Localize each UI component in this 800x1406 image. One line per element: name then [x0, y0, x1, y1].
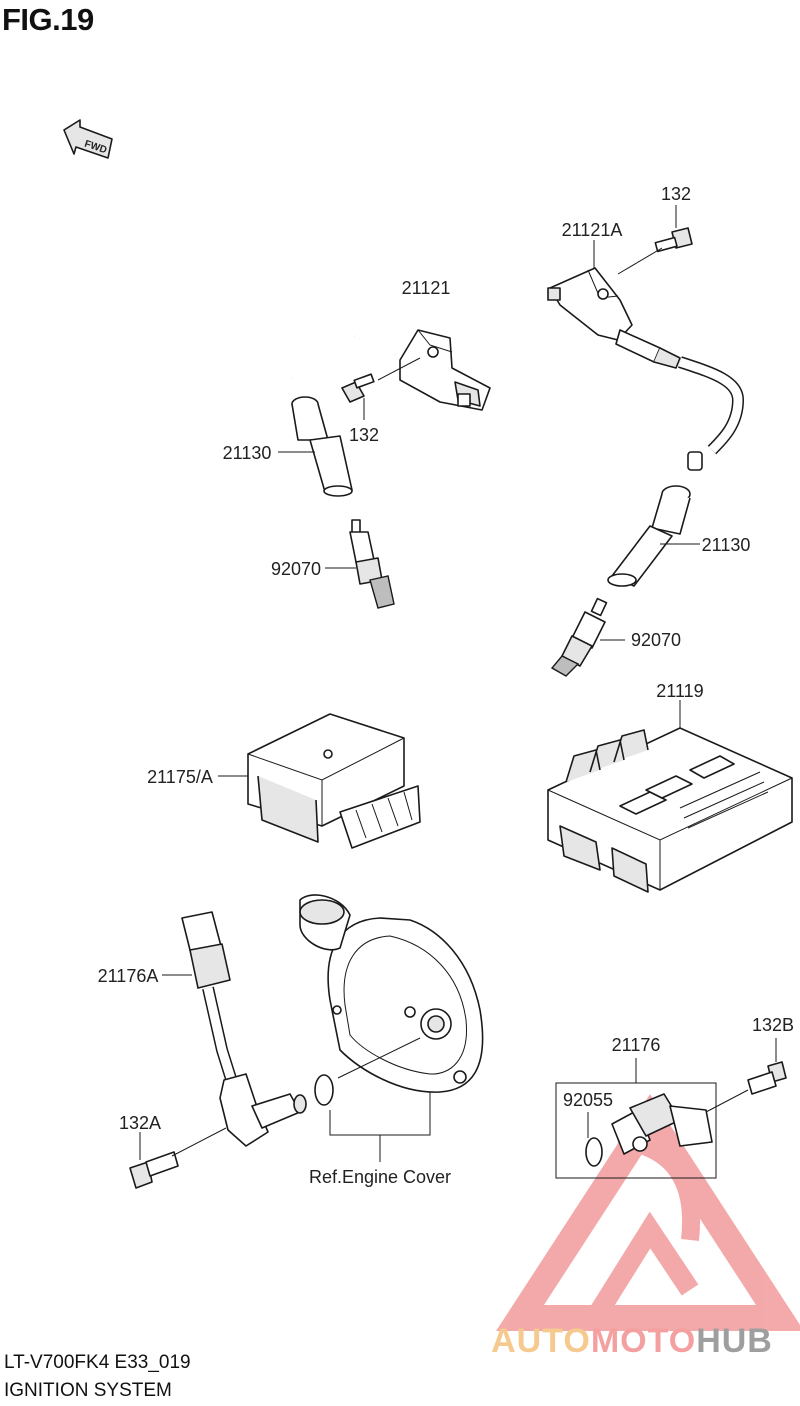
watermark-brand-text: AUTOMOTOHUB [491, 1322, 773, 1360]
o-ring-92055 [585, 1137, 603, 1167]
callout-92070-right: 92070 [631, 630, 681, 650]
figure-title: FIG.19 [2, 2, 94, 37]
ignition-coil-right [547, 267, 745, 471]
callout-21176: 21176 [612, 1035, 661, 1055]
fwd-arrow-icon: FWD [63, 119, 113, 159]
callout-21121: 21121 [402, 278, 451, 298]
callout-21121A: 21121A [562, 220, 623, 240]
callout-132B: 132B [752, 1015, 794, 1035]
model-code: LT-V700FK4 E33_019 [4, 1352, 191, 1373]
section-title: IGNITION SYSTEM [4, 1380, 172, 1401]
plug-cap-right [607, 485, 691, 587]
engine-cover-reference [299, 894, 484, 1093]
watermark-brand-auto: AUTO [491, 1322, 591, 1360]
callout-21130-left: 21130 [223, 443, 272, 463]
callout-132A: 132A [119, 1113, 161, 1133]
callout-ref-engine-cover: Ref.Engine Cover [309, 1167, 451, 1187]
bolt-132-mid [341, 373, 375, 403]
spark-plug-left [349, 519, 395, 609]
callout-132-mid: 132 [349, 425, 379, 445]
bolt-132A [129, 1151, 179, 1189]
spark-plug-right [550, 597, 608, 677]
sensor-21176 [611, 1093, 713, 1155]
callout-132-top: 132 [661, 184, 691, 204]
watermark-brand-moto: MOTO [591, 1322, 696, 1360]
callout-21119: 21119 [656, 681, 703, 701]
sensor-21176A [181, 911, 307, 1147]
callout-92055: 92055 [563, 1090, 613, 1110]
ignition-coil-left [265, 295, 491, 411]
plug-cap-left [291, 396, 353, 497]
callout-21175A: 21175/A [147, 767, 213, 787]
bolt-132-top [654, 227, 693, 253]
ref-bracket [329, 1092, 431, 1136]
regulator-21175A [247, 713, 421, 849]
bolt-132B [747, 1061, 787, 1095]
callout-92070-left: 92070 [271, 559, 321, 579]
watermark-brand-hub: HUB [696, 1322, 773, 1360]
callout-21176A: 21176A [98, 966, 159, 986]
o-ring-engine-cover [314, 1074, 334, 1106]
watermark-logo [496, 1094, 800, 1331]
callout-21130-right: 21130 [702, 535, 751, 555]
ecu-21119 [547, 727, 793, 893]
